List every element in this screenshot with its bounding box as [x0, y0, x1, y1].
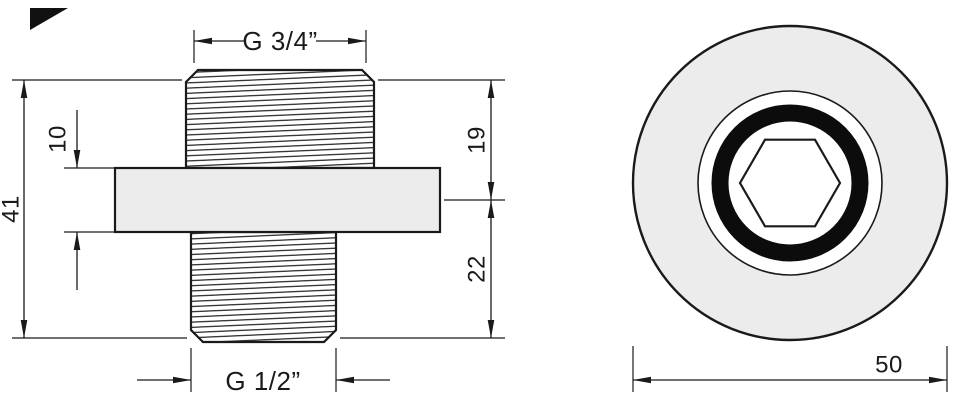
dim-label-top-thread: G 3/4” [242, 26, 317, 56]
side-view: G 3/4” 41 10 19 [0, 26, 505, 396]
flange-body [113, 166, 442, 234]
dim-label-bottom-thread: G 1/2” [225, 366, 300, 396]
top-thread-section [184, 68, 376, 170]
hex-socket [738, 138, 842, 228]
dim-overall-length: 41 [0, 79, 187, 339]
dim-upper-length: 19 [378, 79, 505, 201]
front-view: 50 [631, 24, 949, 392]
dim-flange-thickness: 10 [45, 110, 114, 290]
bottom-thread-section [189, 230, 338, 344]
dim-bottom-thread: G 1/2” [137, 348, 390, 396]
corner-triangle-mark [30, 8, 68, 30]
dim-label-lower-length: 22 [464, 255, 491, 283]
dim-label-outer-diameter: 50 [875, 352, 903, 379]
dim-lower-length: 22 [340, 200, 505, 339]
dim-label-upper-length: 19 [464, 126, 491, 154]
dim-label-overall-length: 41 [0, 195, 25, 223]
dim-label-flange-thickness: 10 [45, 125, 72, 153]
black-seal-ring [711, 104, 869, 262]
dim-top-thread: G 3/4” [193, 26, 367, 63]
dim-outer-diameter: 50 [632, 346, 948, 392]
